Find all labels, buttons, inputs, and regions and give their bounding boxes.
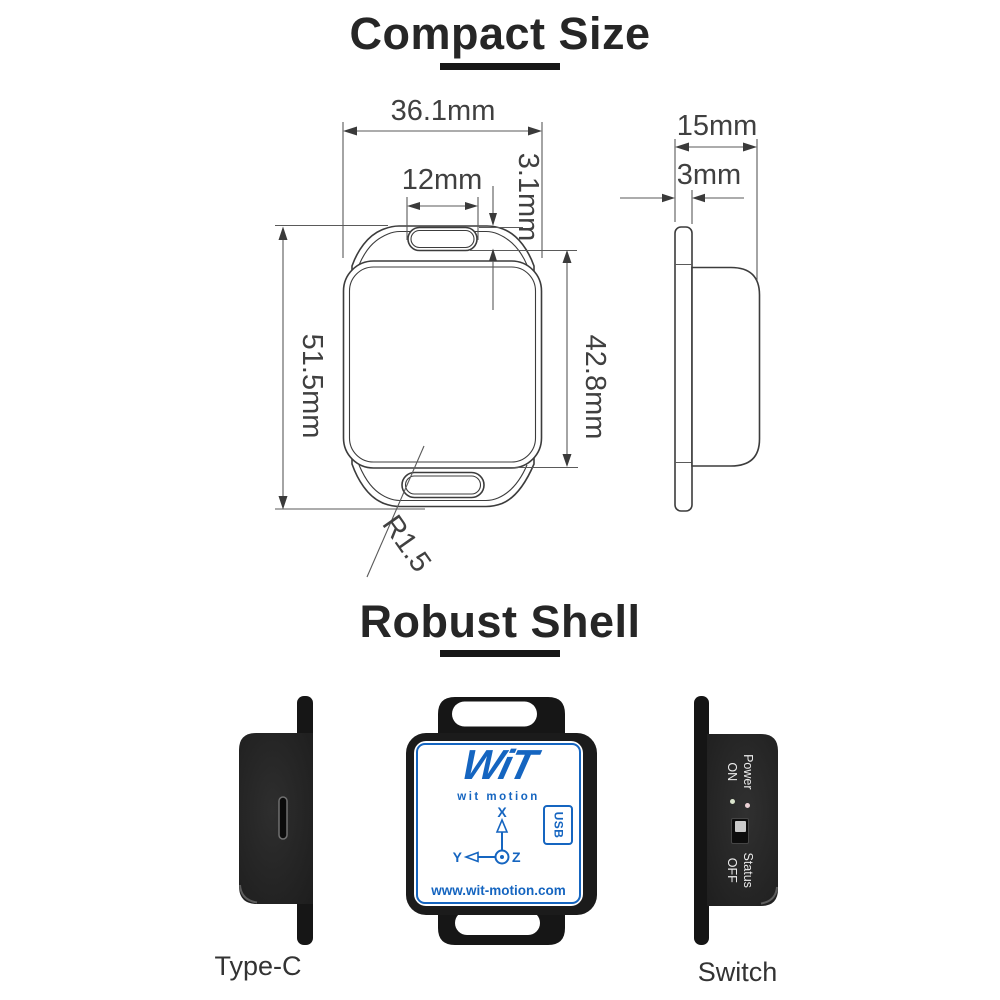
arrow-up-icon bbox=[489, 248, 497, 261]
led-indicator-icon bbox=[745, 802, 750, 808]
arrow-up-icon bbox=[562, 250, 572, 263]
dim-plate-thickness: 3mm bbox=[677, 159, 741, 191]
arrow-up-icon bbox=[278, 226, 288, 240]
front-top-tab-hole bbox=[452, 701, 537, 727]
typec-body-highlight bbox=[239, 884, 258, 904]
dim-slot-height: 3.1mm bbox=[512, 153, 544, 242]
dim-front-width: 36.1mm bbox=[391, 95, 496, 127]
side-body-outline bbox=[691, 266, 761, 467]
dim-overall-height-lines bbox=[275, 224, 425, 510]
brand-logo-subtitle: wit motion bbox=[457, 791, 540, 803]
arrow-right-icon bbox=[528, 126, 542, 136]
front-bottom-slot-inner bbox=[404, 475, 482, 495]
dimension-drawing: 36.1mm 12mm 3.1mm 51.5mm 42.8mm R1.5 15 bbox=[275, 95, 761, 579]
switch-face-panel: Power ON Status OFF bbox=[701, 745, 779, 897]
led-indicator-icon bbox=[730, 798, 735, 804]
axis-x-arrow-icon bbox=[495, 817, 509, 833]
dim-front-width-lines bbox=[342, 122, 543, 258]
dim-side-depth: 15mm bbox=[677, 110, 758, 142]
typec-port-slot bbox=[278, 796, 288, 840]
power-switch-toggle bbox=[731, 817, 749, 844]
arrow-right-icon bbox=[465, 202, 478, 210]
arrow-down-icon bbox=[278, 496, 288, 510]
dim-slot-width-lines bbox=[406, 197, 479, 240]
usb-label: USB bbox=[551, 811, 565, 839]
brand-logo-text: WiT bbox=[457, 741, 540, 788]
side-plate-outline bbox=[674, 226, 693, 512]
axis-x-label: X bbox=[497, 805, 507, 820]
axis-origin-dot bbox=[500, 855, 504, 859]
axis-diagram: X Y Z bbox=[453, 805, 521, 865]
power-on-label: Power ON bbox=[724, 754, 757, 789]
status-label: Status bbox=[741, 852, 756, 888]
compact-size-title: Compact Size bbox=[349, 8, 651, 59]
dim-overall-height: 51.5mm bbox=[296, 334, 328, 439]
robust-shell-title: Robust Shell bbox=[359, 596, 641, 647]
dim-body-height-lines bbox=[500, 252, 578, 469]
front-top-slot-inner bbox=[410, 229, 475, 249]
typec-photo bbox=[239, 696, 313, 945]
front-label: WiT wit motion X Y Z USB www.wit-motion.… bbox=[414, 741, 583, 906]
arrow-right-icon bbox=[743, 142, 757, 152]
switch-flange-plate bbox=[694, 696, 709, 945]
label-blue-border bbox=[416, 743, 581, 904]
arrow-left-icon bbox=[675, 142, 689, 152]
dim-plate-thickness-lines bbox=[620, 190, 744, 224]
robust-shell-title-underline bbox=[440, 650, 560, 657]
arrow-left-icon bbox=[343, 126, 357, 136]
dim-radius-leader bbox=[366, 445, 425, 578]
compact-size-title-underline bbox=[440, 63, 560, 70]
axis-y-arrow-icon bbox=[463, 851, 479, 863]
arrow-right-icon bbox=[662, 193, 675, 203]
front-bottom-slot bbox=[401, 471, 485, 499]
dim-side-depth-lines bbox=[674, 139, 758, 280]
side-plate-notches bbox=[675, 263, 692, 464]
axis-z-label: Z bbox=[512, 849, 521, 865]
axis-y-label: Y bbox=[453, 849, 463, 865]
arrow-down-icon bbox=[562, 454, 572, 467]
usb-port-marker: USB bbox=[543, 805, 573, 845]
arrow-left-icon bbox=[407, 202, 420, 210]
arrow-left-icon bbox=[692, 193, 705, 203]
dim-body-height: 42.8mm bbox=[579, 335, 611, 440]
power-label: Power bbox=[741, 754, 756, 790]
front-bottom-tab-hole bbox=[455, 911, 540, 935]
front-bottom-tab-innerline bbox=[358, 464, 528, 502]
switch-knob bbox=[735, 820, 746, 832]
dim-slot-radius: R1.5 bbox=[376, 510, 437, 579]
front-top-slot bbox=[407, 226, 478, 252]
switch-caption: Switch bbox=[697, 957, 778, 987]
arrow-down-icon bbox=[489, 213, 497, 226]
status-off-label: Status OFF bbox=[724, 853, 757, 888]
status-leds bbox=[728, 798, 752, 809]
dim-slot-height-lines bbox=[470, 186, 577, 310]
front-body-outline bbox=[342, 260, 543, 469]
switch-body-highlight bbox=[760, 886, 778, 905]
typec-caption: Type-C bbox=[214, 951, 302, 981]
front-body-innerline bbox=[348, 266, 537, 463]
on-label: ON bbox=[725, 762, 739, 782]
off-label: OFF bbox=[725, 857, 739, 883]
brand-logo: WiT bbox=[414, 741, 583, 788]
website-url: www.wit-motion.com bbox=[431, 883, 566, 898]
dim-slot-width: 12mm bbox=[402, 164, 483, 196]
typec-body bbox=[239, 733, 313, 904]
